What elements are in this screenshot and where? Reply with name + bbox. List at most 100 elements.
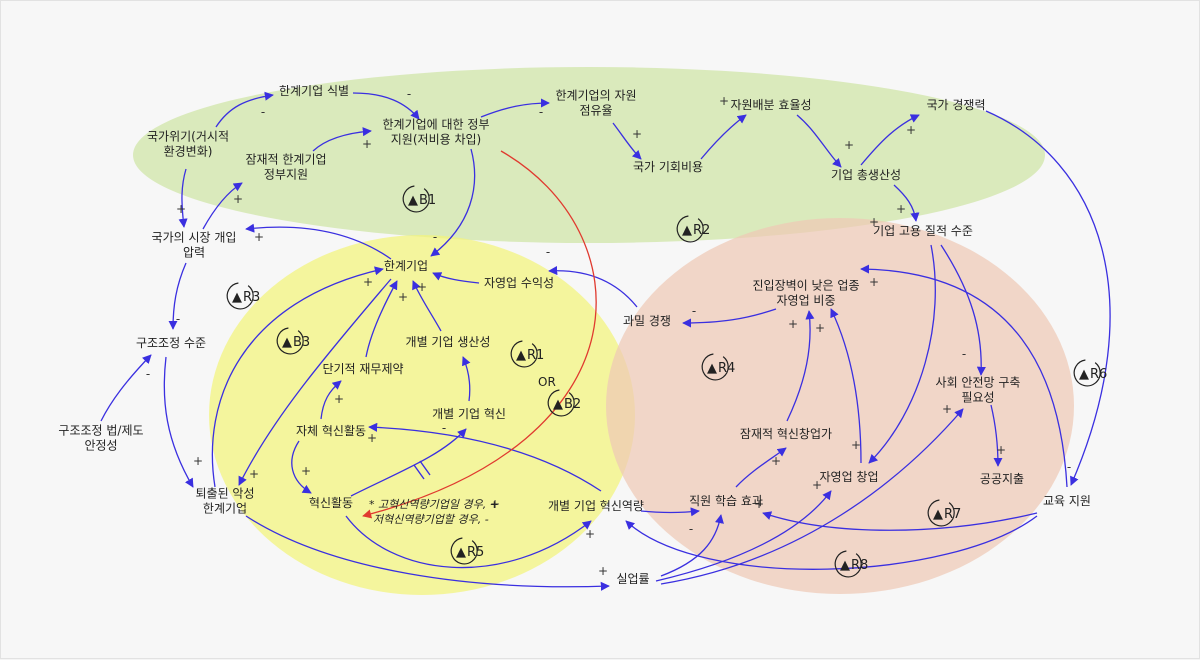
polarity-sign: + [301, 464, 311, 478]
node-public-spend: 공공지출 [980, 472, 1024, 486]
edge-innovation-capability [345, 515, 592, 569]
node-self-innov: 자체 혁신활동 [296, 424, 366, 438]
edge-competition-self-profit [548, 266, 638, 308]
edge-innovation-indiv-innov [350, 428, 467, 497]
node-efficiency: 자원배분 효율성 [730, 98, 811, 112]
edge-self-innov-short-term [320, 380, 342, 420]
node-opportunity: 국가 기회비용 [633, 160, 703, 174]
note-line-2: 저혁신역량기업할 경우, - [373, 513, 489, 526]
polarity-sign: + [896, 202, 906, 216]
edge-pressure-restructure [168, 262, 187, 330]
edge-identify-support [352, 92, 420, 120]
edge-employment-self-startup [868, 244, 936, 464]
loop-label: B3 [293, 335, 310, 350]
polarity-sign: + [254, 230, 264, 244]
polarity-sign: - [442, 421, 446, 435]
node-innovation: 혁신활동 [309, 496, 353, 510]
loop-arc [510, 340, 538, 368]
loop-arc [927, 499, 955, 527]
polarity-sign: - [546, 245, 550, 259]
loop-direction-icon: ▲ [232, 290, 242, 305]
polarity-sign: + [906, 123, 916, 137]
loop-marker-r4: ▲R4 [701, 353, 735, 381]
loop-direction-icon: ▲ [1079, 367, 1089, 382]
polarity-sign: - [962, 347, 966, 361]
loop-label: R3 [243, 290, 260, 305]
loop-arc [834, 550, 862, 578]
loop-label: R2 [693, 223, 710, 238]
edge-restructure-exited [163, 356, 194, 488]
loop-direction-icon: ▲ [282, 335, 292, 350]
polarity-sign: - [689, 522, 693, 536]
loop-arc [402, 185, 430, 213]
zone-government [133, 67, 1045, 243]
node-self-startup: 자영업 창업 [819, 470, 878, 484]
zone-labour-market [606, 218, 1074, 594]
polarity-sign: + [193, 454, 203, 468]
node-indiv-prod: 개별 기업 생산성 [406, 335, 491, 349]
or-label: OR [538, 375, 556, 389]
polarity-sign: + [996, 443, 1006, 457]
polarity-sign: - [539, 105, 543, 119]
loop-marker-r3: ▲R3 [226, 282, 260, 310]
edge-efficiency-productivity [796, 114, 842, 168]
node-competitiveness: 국가 경쟁력 [926, 98, 985, 112]
loop-arc [276, 327, 304, 355]
node-capability: 개별 기업 혁신역량 [548, 499, 644, 513]
loop-marker-b1: ▲B1 [402, 185, 436, 213]
loop-direction-icon: ▲ [516, 348, 526, 363]
edge-support-occupancy [480, 98, 550, 118]
edge-occupancy-opportunity [612, 122, 642, 160]
edge-unemployment-self-startup [655, 490, 832, 582]
edge-latent-founder-low-barrier [786, 310, 815, 422]
polarity-sign: + [844, 138, 854, 152]
loop-label: R7 [944, 507, 961, 522]
loop-direction-icon: ▲ [840, 558, 850, 573]
node-short-term: 단기적 재무제약 [322, 361, 403, 376]
edge-self-profit-marginal [432, 272, 480, 284]
delay-mark-1 [413, 464, 425, 480]
edge-indiv-innov-indiv-prod [462, 356, 471, 402]
edge-latent-support [312, 127, 372, 152]
polarity-sign: + [233, 192, 243, 206]
loop-marker-r7: ▲R7 [927, 499, 961, 527]
loop-label: B1 [419, 193, 436, 208]
edge-learning-latent-founder [735, 447, 787, 488]
polarity-sign: + [334, 392, 344, 406]
loop-marker-r8: ▲R8 [834, 550, 868, 578]
edge-productivity-employment [893, 184, 920, 222]
zone-marginal-firm [209, 235, 635, 595]
edge-crisis-pressure-left [178, 168, 188, 228]
loop-arc [226, 282, 254, 310]
edge-marginal-exited-diag [238, 278, 392, 486]
edge-unemployment-safety-net [660, 408, 964, 585]
edge-unemployment-learning [660, 514, 724, 577]
loop-arc [676, 215, 704, 243]
loop-direction-icon: ▲ [408, 193, 418, 208]
polarity-sign: + [585, 527, 595, 541]
edge-indiv-prod-marginal [412, 280, 442, 332]
node-restructure: 구조조정 수준 [136, 336, 206, 350]
polarity-sign: + [367, 431, 377, 445]
polarity-sign: + [398, 290, 408, 304]
edge-short-term-marginal [365, 280, 398, 358]
polarity-sign: + [598, 564, 608, 578]
edge-layer [100, 91, 1111, 591]
loop-direction-icon: ▲ [553, 397, 563, 412]
loop-direction-icon: ▲ [933, 507, 943, 522]
loop-direction-icon: ▲ [707, 361, 717, 376]
loop-marker-b2: ▲B2 [547, 389, 581, 417]
node-identify: 한계기업 식별 [279, 84, 349, 98]
edge-opportunity-efficiency [700, 114, 747, 160]
note-line-1: * 고혁신역량기업일 경우, + [369, 498, 499, 511]
